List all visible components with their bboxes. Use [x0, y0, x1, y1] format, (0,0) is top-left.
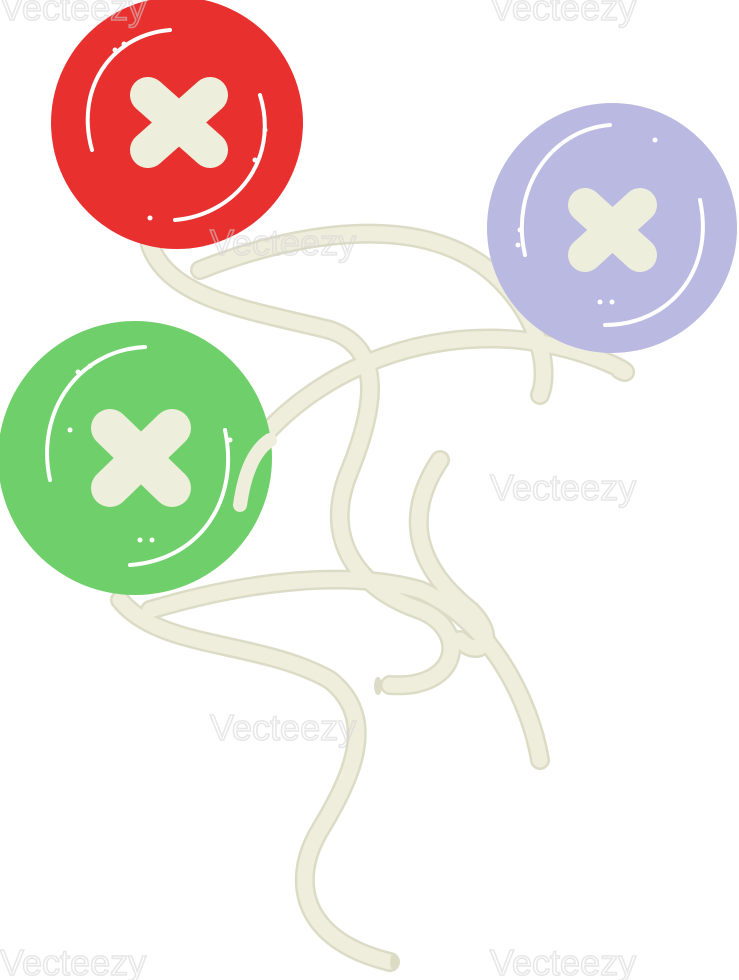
watermark: Vecteezy Vecteezy Vecteezy Vecteezy Vect… [0, 0, 637, 980]
thread [110, 223, 636, 972]
svg-text:Vecteezy: Vecteezy [490, 0, 636, 28]
svg-text:Vecteezy: Vecteezy [210, 222, 356, 263]
svg-text:Vecteezy: Vecteezy [0, 0, 146, 28]
green-button-stitch [91, 409, 191, 507]
svg-text:Vecteezy: Vecteezy [0, 942, 146, 980]
svg-text:Vecteezy: Vecteezy [490, 942, 636, 980]
blue-button [487, 103, 737, 353]
red-button-stitch [130, 77, 228, 168]
svg-text:Vecteezy: Vecteezy [490, 467, 636, 508]
red-button [51, 0, 303, 249]
blue-button-stitch [568, 188, 657, 272]
green-button [0, 321, 277, 595]
svg-text:Vecteezy: Vecteezy [210, 707, 356, 748]
